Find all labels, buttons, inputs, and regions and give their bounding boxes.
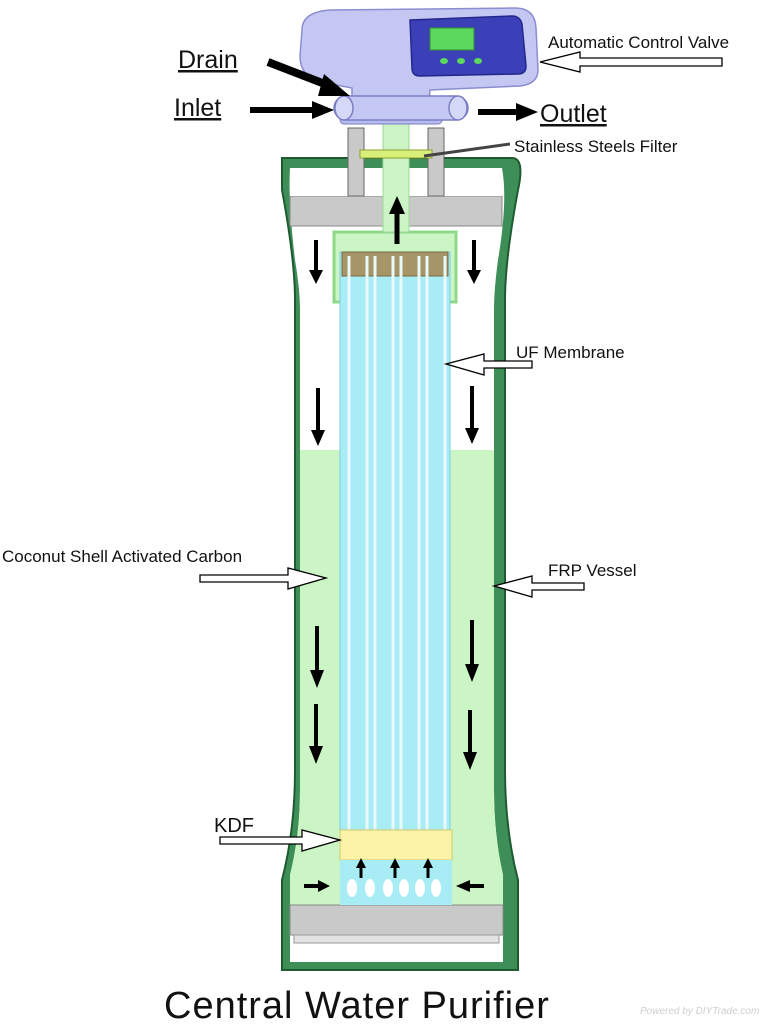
membrane-potting [341,251,449,277]
frp-pointer [491,575,585,598]
right-arrow [304,880,330,892]
kdf-label: KDF [214,815,254,837]
kdf-layer [339,829,453,861]
down-arrow [311,388,325,446]
up-arrow [356,858,366,878]
down-arrow [465,620,479,682]
diagram-title: Central Water Purifier [164,985,550,1024]
steel-filter-leader [423,142,511,158]
bubbles [347,879,441,897]
down-arrow [309,704,323,764]
down-arrow [465,386,479,444]
inlet-label: Inlet [174,94,221,122]
down-arrow [463,710,477,770]
carbon-pointer [199,567,329,590]
control-valve-label: Automatic Control Valve [548,33,729,52]
drain-label: Drain [178,46,238,74]
valve-pointer [539,51,723,73]
down-arrow [467,240,481,284]
up-arrow [390,858,400,878]
uf-membrane-label: UF Membrane [516,343,625,362]
uf-membrane-column [339,251,451,833]
up-arrow [389,196,405,244]
drain-arrow [266,58,350,96]
kdf-pointer [219,829,343,852]
down-arrow [310,626,324,688]
control-buttons [440,58,482,64]
flow-arrows [250,58,538,892]
inlet-arrow [250,101,334,119]
inlet-outlet-pipe [333,95,469,121]
watermark: Powered by DIYTrade.com [640,1006,759,1017]
outlet-arrow [478,103,538,121]
valve-neck-right [427,127,445,197]
valve-neck-left [347,127,365,197]
down-arrow [309,240,323,284]
left-arrow [456,880,484,892]
bottom-base [289,904,504,936]
steel-filter-label: Stainless Steels Filter [514,137,678,156]
pointer-arrows [199,51,723,852]
carbon-label: Coconut Shell Activated Carbon [2,547,242,566]
outlet-label: Outlet [540,100,607,128]
up-arrow [423,858,433,878]
lcd-display [429,27,475,51]
uf-pointer [443,353,533,376]
steel-filter [359,149,433,159]
frp-vessel-label: FRP Vessel [548,561,637,580]
